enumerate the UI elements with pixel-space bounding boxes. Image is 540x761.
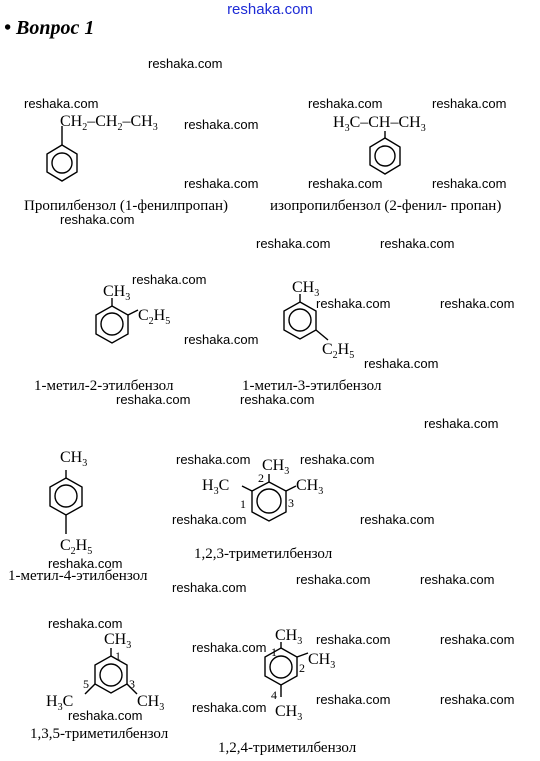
watermark: reshaka.com [176,452,251,467]
benzene-ring [283,301,317,340]
watermark: reshaka.com [308,176,383,191]
formula-label: C2H5 [138,307,170,327]
watermark: reshaka.com [240,392,315,407]
benzene-ring [369,137,401,175]
formula-label: C2H5 [322,341,354,361]
caption-propylbenzene: Пропилбензол (1-фенилпропан) [24,198,229,214]
formula-label: CH3 [104,631,131,651]
watermark: reshaka.com [316,296,391,311]
ring-position-number: 2 [258,471,264,485]
aromatic-circle [99,663,123,687]
aromatic-circle [54,484,78,508]
formula-label: C2H5 [60,537,92,557]
formula-label: CH3 [292,279,319,299]
caption-1-methyl-2-ethylbenzene: 1-метил-2-этилбензол [34,378,174,394]
formula-label: CH3 [275,703,302,723]
ring-position-number: 1 [271,645,277,659]
caption-1-methyl-3-ethylbenzene: 1-метил-3-этилбензол [242,378,382,394]
formula-label: CH3 [103,283,130,303]
watermark: reshaka.com [360,512,435,527]
formula-label: CH3 [275,627,302,647]
watermark: reshaka.com [364,356,439,371]
watermark: reshaka.com [316,632,391,647]
watermark: reshaka.com [148,56,223,71]
watermark: reshaka.com [132,272,207,287]
aromatic-circle [256,488,282,514]
watermark: reshaka.com [184,332,259,347]
watermark: reshaka.com [24,96,99,111]
caption-1-3-5-trimethylbenzene: 1,3,5-триметилбензол [30,726,169,742]
aromatic-circle [269,655,293,679]
watermark: reshaka.com [296,572,371,587]
ring-position-number: 3 [288,496,294,510]
benzene-ring [94,655,128,694]
caption-1-2-3-trimethylbenzene: 1,2,3-триметилбензол [194,546,333,562]
watermark: reshaka.com [432,176,507,191]
aromatic-circle [51,152,73,174]
benzene-ring [46,144,78,182]
formula-label: CH2–CH2–CH3 [60,113,158,133]
watermark: reshaka.com [308,96,383,111]
formula-label: CH3 [308,651,335,671]
aromatic-circle [374,145,396,167]
aromatic-circle [288,308,312,332]
watermark: reshaka.com [380,236,455,251]
watermark: reshaka.com [184,176,259,191]
watermark: reshaka.com [432,96,507,111]
caption-isopropylbenzene: изопропилбензол (2-фенил- пропан) [270,198,502,214]
watermark: reshaka.com [184,117,259,132]
ring-position-number: 3 [129,677,135,691]
formula-label: CH3 [296,477,323,497]
watermark: reshaka.com [440,632,515,647]
watermark: reshaka.com [172,580,247,595]
formula-label: CH3 [137,693,164,713]
ring-position-number: 2 [299,661,305,675]
watermark: reshaka.com [420,572,495,587]
watermark: reshaka.com [60,212,135,227]
formula-label: H3C–CH–CH3 [333,114,426,134]
watermark: reshaka.com [48,616,123,631]
watermark: reshaka.com [440,296,515,311]
ring-position-number: 4 [271,688,277,702]
watermark: reshaka.com [116,392,191,407]
question-heading: • Вопрос 1 [4,17,95,39]
watermark: reshaka.com [192,700,267,715]
watermark: reshaka.com [440,692,515,707]
formula-label: H3C [46,693,73,713]
watermark: reshaka.com [300,452,375,467]
watermark: reshaka.com [256,236,331,251]
ring-position-number: 1 [115,649,121,663]
watermark: reshaka.com [48,556,123,571]
caption-1-2-4-trimethylbenzene: 1,2,4-триметилбензол [218,740,357,756]
watermark: reshaka.com [172,512,247,527]
aromatic-circle [100,312,124,336]
ring-position-number: 1 [240,497,246,511]
formula-label: CH3 [60,449,87,469]
formula-label: H3C [202,477,229,497]
watermark: reshaka.com [316,692,391,707]
watermark: reshaka.com [192,640,267,655]
site-header[interactable]: reshaka.com [227,1,313,18]
watermark: reshaka.com [68,708,143,723]
caption-1-methyl-4-ethylbenzene: 1-метил-4-этилбензол [8,568,148,584]
ring-position-number: 5 [83,677,89,691]
formula-label: CH3 [262,457,289,477]
watermark: reshaka.com [424,416,499,431]
